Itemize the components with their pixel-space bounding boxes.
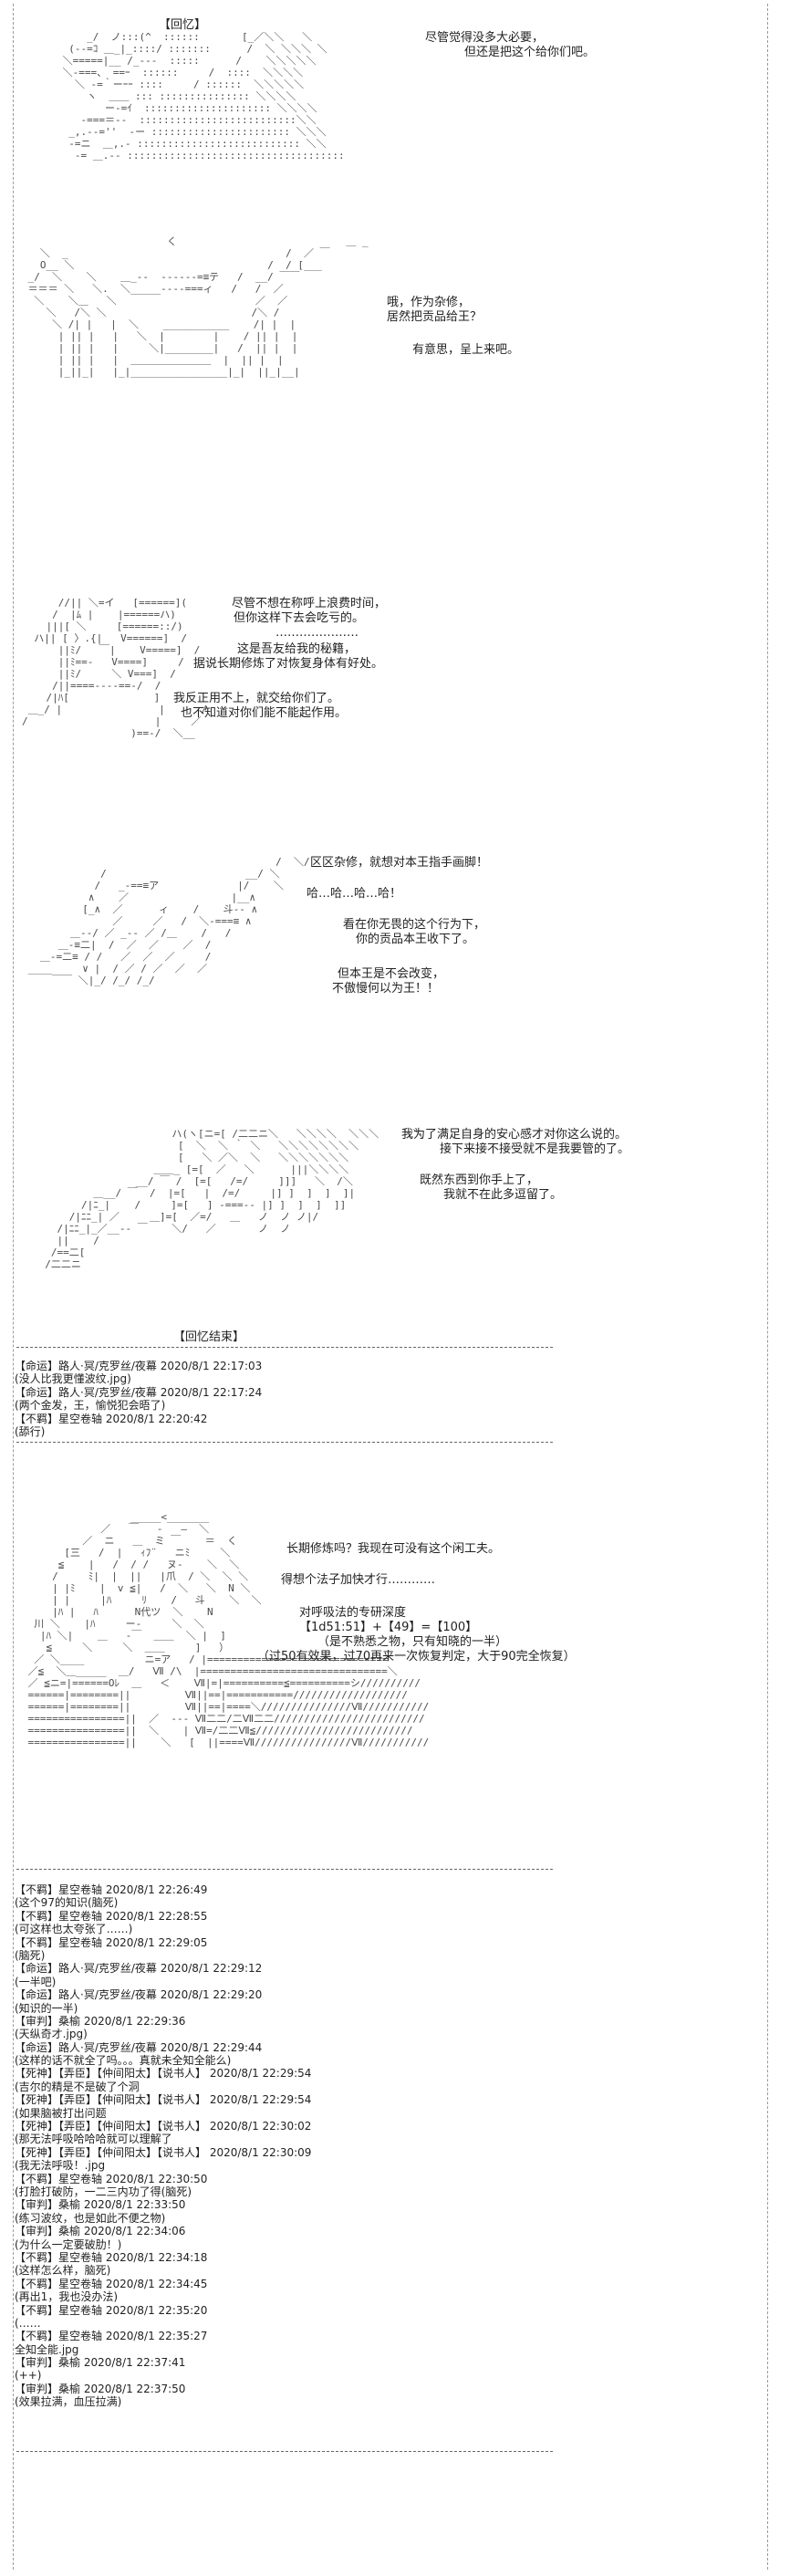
log-line: (这个97的知识(脑死) xyxy=(15,1896,119,1910)
log-line: (我无法呼吸！.jpg xyxy=(15,2159,106,2173)
log-line: 【死神】【弄臣】【仲间阳太】【说书人】 2020/8/1 22:29:54 xyxy=(15,2067,312,2081)
log-line: (再出1，我也没办法) xyxy=(15,2290,118,2304)
dialogue-line: 哈…哈…哈…哈！ xyxy=(307,887,402,901)
log-line: (知识的一半) xyxy=(15,2001,78,2015)
dialogue-line: 但你这样下去会吃亏的。 xyxy=(234,611,365,625)
log-line: (脑死) xyxy=(15,1948,46,1962)
log-line: (练习波纹，也是如此不便之物) xyxy=(15,2211,166,2225)
log-line xyxy=(15,2422,562,2435)
log-line: 【不羁】星空卷轴 2020/8/1 22:29:05 xyxy=(15,1935,208,1949)
log-line: 【不羁】星空卷轴 2020/8/1 22:20:42 xyxy=(15,1412,208,1425)
ascii-art-character: / ＼/ / __/ ＼ / _-==≡ア |/ ＼ ∧ ／ |__∧ [_∧ … xyxy=(27,856,310,986)
log-line: 【不羁】星空卷轴 2020/8/1 22:35:20 xyxy=(15,2303,208,2317)
log-line: 【命运】路人·冥/克罗丝/夜幕 2020/8/1 22:29:20 xyxy=(15,1988,263,2002)
log-line: 【死神】【弄臣】【仲间阳太】【说书人】 2020/8/1 22:30:02 xyxy=(15,2120,312,2133)
log-line: (这样怎么样，脑死) xyxy=(15,2264,111,2278)
log-line: (吉尔的精是不是破了个洞 xyxy=(15,2080,140,2093)
log-line: 【不羁】星空卷轴 2020/8/1 22:34:45 xyxy=(15,2277,208,2290)
dialogue-line: 有意思，呈上来吧。 xyxy=(412,343,520,357)
panel-king-laughs: / ＼/ / __/ ＼ / _-==≡ア |/ ＼ ∧ ／ |__∧ [_∧ … xyxy=(13,830,768,1059)
log-line: 【死神】【弄臣】【仲间阳太】【说书人】 2020/8/1 22:29:54 xyxy=(15,2093,312,2107)
log-line: (如果脑被打出问题 xyxy=(15,2106,107,2120)
log-line: 【审判】桑榆 2020/8/1 22:37:50 xyxy=(15,2382,186,2395)
log-line: (一半吧) xyxy=(15,1975,57,1988)
dialogue-line: 长期修炼吗？我现在可没有这个闲工夫。 xyxy=(286,1542,501,1556)
dialogue-line: 我反正用不上，就交给你们了。 xyxy=(173,692,340,705)
log-line: (舔行) xyxy=(15,1424,46,1438)
dialogue-line: 对呼吸法的专研深度 xyxy=(299,1606,407,1620)
log-line: 【不羁】星空卷轴 2020/8/1 22:26:49 xyxy=(15,1883,208,1896)
dialogue-line: （是不熟悉之物，只有知晓的一半） xyxy=(317,1635,508,1649)
ascii-art-character: _/ ノ:::(^ :::::: [_／＼＼ ＼ (--=ｺ ＿_|_::::/… xyxy=(62,31,345,162)
ascii-art-character: //|| ＼=イ [======]( / |ﾑ | |======ハ) |||[… xyxy=(22,597,208,739)
log-line: (…… xyxy=(15,2316,41,2330)
section-divider xyxy=(16,1869,553,1870)
dialogue-line: ………………… xyxy=(275,626,359,640)
panel-secret-manual: //|| ＼=イ [======]( / |ﾑ | |======ハ) |||[… xyxy=(13,584,768,776)
dialogue-line: 尽管觉得没多大必要， xyxy=(425,31,545,45)
ascii-art-character: く ＿ _ ＼ _ / ／ ￣ O__ ＼ / / [___ _/ ＼ ＼ ＿_… xyxy=(27,235,369,378)
log-line: (为什么一定要破肋！) xyxy=(15,2237,122,2251)
dialogue-line: 接下来接不接受就不是我要管的了。 xyxy=(440,1142,630,1156)
dialogue-line: 但本王是不会改变， xyxy=(338,967,445,981)
log-line: 【审判】桑榆 2020/8/1 22:37:41 xyxy=(15,2356,186,2370)
dialogue-line: 我为了满足自身的安心感才对你这么说的。 xyxy=(401,1128,628,1142)
log-line: 【不羁】星空卷轴 2020/8/1 22:28:55 xyxy=(15,1909,208,1923)
log-line xyxy=(15,2409,562,2422)
comment-log: 【命运】路人·冥/克罗丝/夜幕 2020/8/1 22:17:03 (没人比我更… xyxy=(15,1360,562,1438)
dialogue-line: 尽管不想在称呼上浪费时间， xyxy=(232,597,387,610)
log-line: (++) xyxy=(15,2369,42,2383)
panel-memory-end: ハ(ヽ[ニ=[ /二二ニ＼ ＼＼＼＼ ＼＼＼ ＼＼ [ ＼ ＼ ｀ ＼ ＼＼＼＼… xyxy=(13,1113,768,1351)
dialogue-line: 看在你无畏的这个行为下， xyxy=(343,918,486,932)
dialogue-line: 据说长期修炼了对恢复身体有好处。 xyxy=(193,657,384,671)
log-line: 【死神】【弄臣】【仲间阳太】【说书人】 2020/8/1 22:30:09 xyxy=(15,2145,312,2159)
dialogue-line: （过50有效果，过70再来一次恢复判定，大于90完全恢复） xyxy=(257,1650,576,1663)
comment-log: 【不羁】星空卷轴 2020/8/1 22:26:49 (这个97的知识(脑死) … xyxy=(15,1883,562,2435)
dialogue-line: 居然把贡品给王？ xyxy=(387,310,483,324)
section-divider xyxy=(16,1442,553,1443)
log-line: 【不羁】星空卷轴 2020/8/1 22:34:18 xyxy=(15,2250,208,2264)
log-line: 【命运】路人·冥/克罗丝/夜幕 2020/8/1 22:17:03 xyxy=(15,1360,263,1372)
log-line: 【审判】桑榆 2020/8/1 22:33:50 xyxy=(15,2198,186,2212)
log-line: (两个金发，王，愉悦犯会晤了) xyxy=(15,1399,166,1413)
log-line: (这样的话不就全了吗。。。真就未全知全能么) xyxy=(15,2054,232,2068)
dialogue-line: 【1d51:51】+【49】=【100】 xyxy=(299,1621,478,1634)
log-line: (可这样也太夸张了……) xyxy=(15,1923,133,1936)
log-line: 【命运】路人·冥/克罗丝/夜幕 2020/8/1 22:29:44 xyxy=(15,2040,263,2054)
log-line: (效果拉满，血压拉满) xyxy=(15,2395,122,2409)
log-line: 【审判】桑榆 2020/8/1 22:29:36 xyxy=(15,2014,186,2028)
log-line: 全知全能.jpg xyxy=(15,2342,79,2356)
dialogue-line: 但还是把这个给你们吧。 xyxy=(464,46,596,59)
log-line: 【命运】路人·冥/克罗丝/夜幕 2020/8/1 22:17:24 xyxy=(15,1385,263,1399)
section-divider xyxy=(16,1347,553,1348)
ascii-art-character: ハ(ヽ[ニ=[ /二二ニ＼ ＼＼＼＼ ＼＼＼ ＼＼ [ ＼ ＼ ｀ ＼ ＼＼＼＼… xyxy=(45,1128,423,1270)
panel-king-accepts: く ＿ _ ＼ _ / ／ ￣ O__ ＼ / / [___ _/ ＼ ＼ ＿_… xyxy=(13,219,768,493)
log-line: (天纵奇才.jpg) xyxy=(15,2028,88,2041)
log-line: (打脸打破防，一二三内功了得(脑死) xyxy=(15,2185,192,2198)
dialogue-line: 区区杂修，就想对本王指手画脚！ xyxy=(310,856,489,870)
memory-start-label: 【回忆】 xyxy=(159,18,207,32)
log-line: (那无法呼吸哈哈哈就可以理解了 xyxy=(15,2133,172,2146)
log-line: 【命运】路人·冥/克罗丝/夜幕 2020/8/1 22:29:12 xyxy=(15,1962,263,1976)
dialogue-line: 也不知道对你们能不能起作用。 xyxy=(181,706,348,720)
dialogue-line: 你的贡品本王收下了。 xyxy=(356,933,475,946)
dialogue-line: 既然东西到你手上了， xyxy=(420,1173,539,1187)
ascii-art-character: _____<_______ ／ ￣ - ― ＼ ／ ニ ＿ ミ ￣ ＝ く [三… xyxy=(27,1511,430,1748)
memory-end-label: 【回忆结束】 xyxy=(173,1330,245,1344)
section-divider xyxy=(16,2451,553,2452)
dialogue-line: 这是吾友给我的秘籍， xyxy=(237,642,357,656)
log-line: 【不羁】星空卷轴 2020/8/1 22:30:50 xyxy=(15,2172,208,2185)
dialogue-line: 哦，作为杂修， xyxy=(387,296,471,309)
log-line: 【不羁】星空卷轴 2020/8/1 22:35:27 xyxy=(15,2330,208,2343)
log-line: 【审判】桑榆 2020/8/1 22:34:06 xyxy=(15,2225,186,2238)
page-frame xyxy=(13,4,768,2570)
log-line: (没人比我更懂波纹.jpg) xyxy=(15,1372,131,1386)
dialogue-line: 不傲慢何以为王！！ xyxy=(332,982,440,996)
panel-breathing-training: _____<_______ ／ ￣ - ― ＼ ／ ニ ＿ ミ ￣ ＝ く [三… xyxy=(13,1497,768,1862)
dialogue-line: 得想个法子加快才行………… xyxy=(281,1573,436,1587)
dialogue-line: 我就不在此多逗留了。 xyxy=(443,1188,563,1202)
panel-memory-gift: 【回忆】 _/ ノ:::(^ :::::: [_／＼＼ ＼ (--=ｺ ＿_|_… xyxy=(13,0,768,192)
